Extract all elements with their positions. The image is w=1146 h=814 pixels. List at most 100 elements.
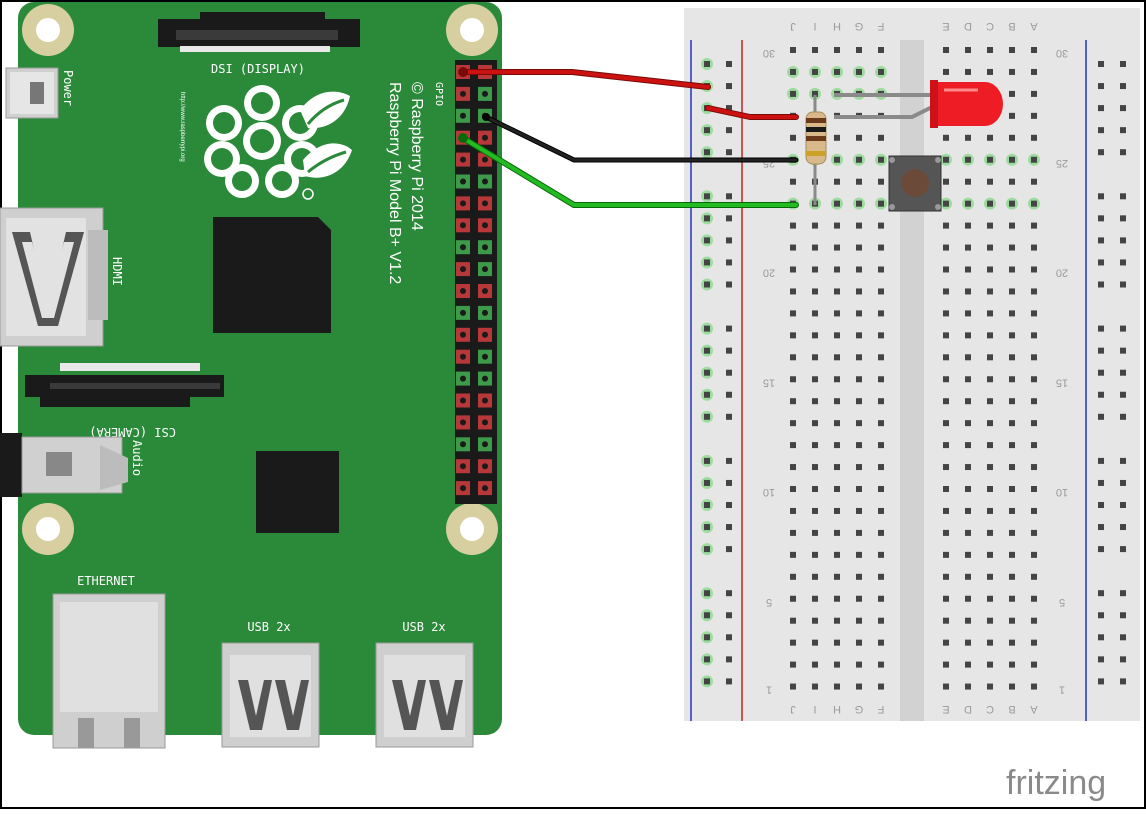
breadboard-hole <box>1098 237 1104 244</box>
breadboard-hole <box>834 244 840 251</box>
breadboard-hole <box>965 310 971 317</box>
breadboard-hole <box>1031 661 1037 668</box>
breadboard-hole <box>965 178 971 185</box>
breadboard-hole <box>856 529 862 536</box>
breadboard-label: 30 <box>763 47 775 59</box>
breadboard-hole <box>1120 259 1126 266</box>
breadboard-hole <box>987 683 993 690</box>
breadboard-hole <box>726 83 732 90</box>
breadboard-label: 20 <box>763 267 775 279</box>
gpio-pin <box>456 174 470 189</box>
breadboard-hole <box>1009 464 1015 471</box>
breadboard-label: 15 <box>1056 376 1068 388</box>
breadboard-hole <box>812 551 818 558</box>
breadboard-hole <box>834 376 840 383</box>
breadboard-hole <box>812 617 818 624</box>
breadboard-hole <box>987 529 993 536</box>
breadboard-hole <box>726 237 732 244</box>
breadboard-hole <box>1098 413 1104 420</box>
breadboard-hole <box>834 310 840 317</box>
breadboard-label: H <box>833 20 841 32</box>
breadboard-hole <box>1098 546 1104 553</box>
breadboard-hole <box>987 420 993 427</box>
breadboard-hole <box>1031 551 1037 558</box>
breadboard-hole <box>987 661 993 668</box>
breadboard-hole <box>878 595 884 602</box>
breadboard-hole <box>962 197 974 210</box>
breadboard-hole <box>1009 68 1015 75</box>
breadboard-hole <box>790 529 796 536</box>
breadboard-hole <box>831 65 843 78</box>
breadboard-hole <box>701 344 713 357</box>
breadboard-hole <box>1098 391 1104 398</box>
breadboard-hole <box>1031 639 1037 646</box>
breadboard-hole <box>1009 244 1015 251</box>
breadboard-hole <box>834 573 840 580</box>
breadboard-hole <box>965 354 971 361</box>
breadboard-hole <box>1009 266 1015 273</box>
breadboard-hole <box>1098 193 1104 200</box>
breadboard-hole <box>1031 617 1037 624</box>
breadboard-hole <box>878 376 884 383</box>
breadboard-hole <box>856 464 862 471</box>
breadboard-hole <box>1098 656 1104 663</box>
breadboard-hole <box>1031 222 1037 229</box>
breadboard-hole <box>790 354 796 361</box>
breadboard-hole <box>965 398 971 405</box>
breadboard-hole <box>878 222 884 229</box>
breadboard-hole <box>1031 595 1037 602</box>
breadboard-hole <box>834 332 840 339</box>
breadboard-hole <box>726 457 732 464</box>
breadboard-hole <box>701 454 713 467</box>
breadboard-hole <box>726 590 732 597</box>
breadboard-hole <box>834 134 840 141</box>
breadboard-hole <box>790 420 796 427</box>
gpio-pin <box>456 393 470 408</box>
breadboard-hole <box>853 197 865 210</box>
gpio-pin <box>478 174 492 189</box>
breadboard-hole <box>856 486 862 492</box>
breadboard-label: F <box>877 20 884 32</box>
breadboard-hole <box>834 551 840 558</box>
resistor <box>805 111 827 165</box>
breadboard-hole <box>1098 325 1104 332</box>
breadboard-hole <box>878 639 884 646</box>
breadboard-hole <box>1009 332 1015 339</box>
breadboard-hole <box>943 288 949 295</box>
gpio-pin <box>456 196 470 211</box>
breadboard-hole <box>1009 112 1015 119</box>
breadboard-hole <box>943 617 949 624</box>
breadboard-hole <box>878 420 884 427</box>
breadboard-hole <box>943 134 949 141</box>
breadboard-hole <box>701 388 713 401</box>
breadboard-hole <box>834 354 840 361</box>
breadboard-hole <box>878 332 884 339</box>
breadboard-hole <box>834 617 840 624</box>
breadboard-hole <box>987 595 993 602</box>
breadboard-hole <box>812 683 818 690</box>
breadboard-hole <box>1098 83 1104 90</box>
breadboard-hole <box>834 266 840 273</box>
breadboard-hole <box>701 256 713 269</box>
breadboard-hole <box>787 65 799 78</box>
ethernet-port <box>52 593 166 749</box>
breadboard-hole <box>856 398 862 405</box>
breadboard-hole <box>812 398 818 405</box>
breadboard-hole <box>1120 546 1126 553</box>
breadboard-hole <box>790 661 796 668</box>
breadboard-hole <box>726 502 732 508</box>
breadboard-hole <box>1009 310 1015 317</box>
breadboard-hole <box>1120 457 1126 464</box>
breadboard-hole <box>965 47 971 53</box>
breadboard-hole <box>701 499 713 511</box>
breadboard-hole <box>987 442 993 449</box>
breadboard-hole <box>1120 634 1126 641</box>
breadboard-hole <box>940 153 952 166</box>
breadboard-hole <box>701 146 713 159</box>
breadboard-hole <box>878 178 884 185</box>
breadboard-hole <box>943 332 949 339</box>
breadboard-hole <box>943 683 949 690</box>
wire-end <box>458 67 468 77</box>
breadboard-hole <box>834 420 840 427</box>
